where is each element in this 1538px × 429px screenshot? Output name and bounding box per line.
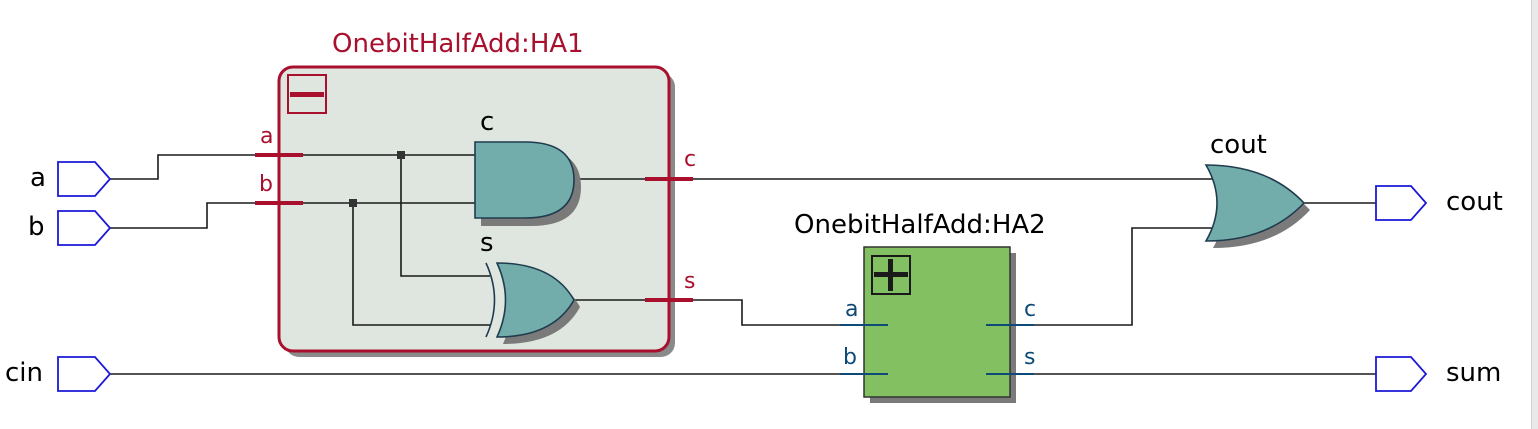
input-port-a-shape xyxy=(57,161,112,197)
input-port-a[interactable]: a xyxy=(30,161,112,197)
input-port-b[interactable]: b xyxy=(28,210,112,246)
input-port-cin-shape xyxy=(57,356,112,392)
and-gate-body xyxy=(474,141,575,219)
wire-b xyxy=(110,202,480,229)
ha1-collapse-button[interactable] xyxy=(287,74,327,114)
wire-a-xor xyxy=(400,155,490,277)
output-port-cout[interactable]: cout xyxy=(1375,185,1503,221)
output-port-cout-label: cout xyxy=(1446,187,1503,217)
ha1-pin-b-label: b xyxy=(259,172,273,197)
minus-icon-frame xyxy=(287,74,327,114)
minus-icon xyxy=(290,92,324,97)
wire-a xyxy=(110,154,480,180)
or-gate[interactable]: cout xyxy=(1204,130,1310,248)
output-port-sum-label: sum xyxy=(1446,358,1501,388)
ha1-frame xyxy=(277,65,671,353)
ha1-pin-a-label: a xyxy=(260,124,273,149)
input-port-b-shape xyxy=(57,210,112,246)
wire-b-xor xyxy=(352,203,490,326)
ha2-pin-b-label: b xyxy=(843,345,857,370)
input-port-a-label: a xyxy=(30,163,46,193)
and-gate-label: c xyxy=(480,107,494,137)
output-port-sum-shape xyxy=(1375,356,1428,392)
ha2-pin-a-label: a xyxy=(845,297,858,322)
xor-gate[interactable]: s xyxy=(480,228,580,344)
xor-gate-arc xyxy=(485,262,496,338)
vertical-scrollbar[interactable] xyxy=(1531,0,1538,429)
wire-ha1s-ha2a xyxy=(690,299,888,326)
xor-gate-label: s xyxy=(480,228,494,258)
ha2-pins: a b c s xyxy=(840,297,1036,375)
wire-ha2c-or xyxy=(986,227,1214,326)
output-port-sum[interactable]: sum xyxy=(1375,356,1501,392)
ha2-title: OnebitHalfAdd:HA2 xyxy=(794,210,1046,240)
wires xyxy=(110,151,1376,375)
ha2-pin-c-label: c xyxy=(1024,297,1036,322)
input-port-b-label: b xyxy=(28,212,45,242)
or-gate-label: cout xyxy=(1210,130,1267,160)
plus-icon xyxy=(888,259,893,291)
ha1-pins: a b c s xyxy=(255,124,696,302)
plus-icon-frame xyxy=(871,255,911,295)
ha2-block[interactable]: OnebitHalfAdd:HA2 xyxy=(794,210,1046,403)
ha2-pin-s-label: s xyxy=(1024,345,1035,370)
junction-dot xyxy=(397,151,405,159)
and-gate[interactable]: c xyxy=(474,107,581,226)
ha1-pin-c-label: c xyxy=(684,147,696,172)
or-gate-body xyxy=(1204,164,1306,242)
input-port-cin-label: cin xyxy=(5,358,43,388)
junction-dot xyxy=(349,199,357,207)
output-port-cout-shape xyxy=(1375,185,1428,221)
input-port-cin[interactable]: cin xyxy=(5,356,112,392)
ha1-pin-s-label: s xyxy=(684,269,695,294)
ha1-title: OnebitHalfAdd:HA1 xyxy=(332,29,584,59)
xor-gate-body xyxy=(495,262,575,338)
ha2-expand-button[interactable] xyxy=(871,255,911,295)
